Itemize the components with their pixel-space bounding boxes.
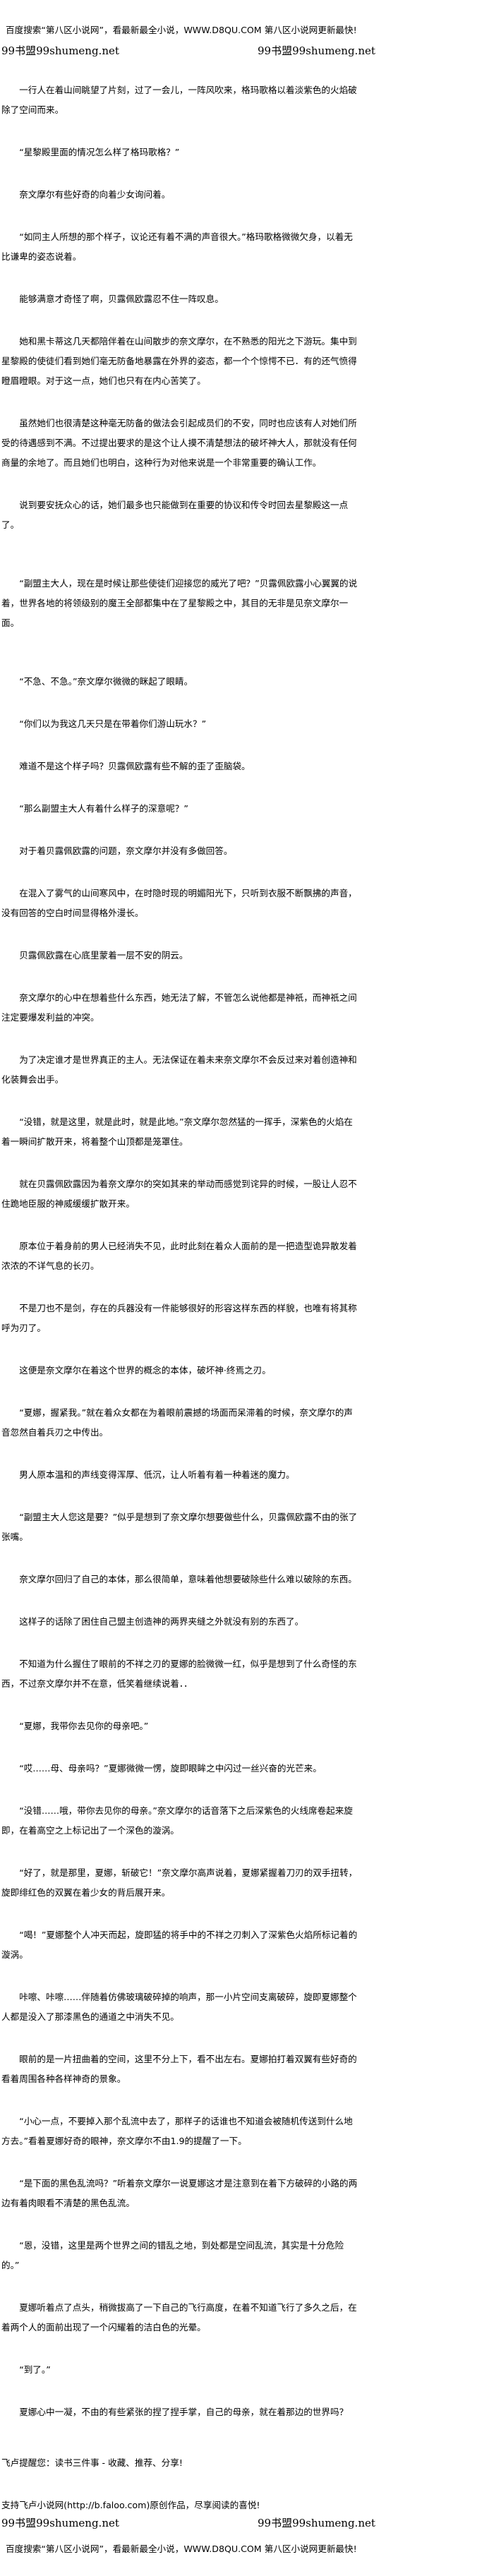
footer-watermark-left: 99书盟99shumeng.net <box>1 2517 119 2529</box>
paragraph: “星黎殿里面的情况怎么样了格玛歌格？” <box>19 147 180 157</box>
paragraph: “那么副盟主大人有着什么样子的深意呢？” <box>19 803 188 814</box>
paragraph: 一行人在着山间眺望了片刻，过了一会儿，一阵风吹来，格玛歌格以着淡紫色的火焰破除了… <box>1 85 357 115</box>
paragraph: 咔嚓、咔嚓……伴随着仿佛玻璃破碎掉的响声，那一小片空间支离破碎，旋即夏娜整个人都… <box>1 1992 357 2022</box>
paragraph: 这样子的话除了困住自己盟主创造神的两界夹缝之外就没有别的东西了。 <box>19 1616 304 1627</box>
chapter-content: 一行人在着山间眺望了片刻，过了一会儿，一阵风吹来，格玛歌格以着淡紫色的火焰破除了… <box>1 80 360 2445</box>
paragraph: “副盟主大人您这是要？”似乎是想到了奈文摩尔想要做些什么，贝露佩欧露不由的张了张… <box>1 1512 358 1542</box>
paragraph: 男人原本温和的声线变得浑厚、低沉，让人听着有着一种着迷的魔力。 <box>19 1469 295 1480</box>
footer-support: 支持飞卢小说网(http://b.faloo.com)原创作品，尽享阅读的喜悦! <box>1 2500 260 2510</box>
paragraph: 奈文摩尔有些好奇的向着少女询问着。 <box>19 189 171 200</box>
paragraph: “到了。” <box>19 2364 51 2375</box>
paragraph: “副盟主大人，现在是时候让那些使徒们迎接您的威光了吧？”贝露佩欧露小心翼翼的说着… <box>1 578 358 628</box>
paragraph: “小心一点，不要掉入那个乱流中去了，那样子的话谁也不知道会被随机传送到什么地方去… <box>1 2116 353 2146</box>
paragraph: 就在贝露佩欧露因为着奈文摩尔的突如其来的举动而感觉到诧异的时候，一股让人忍不住跪… <box>1 1179 357 1209</box>
paragraph: “你们以为我这几天只是在带着你们游山玩水？” <box>19 718 207 729</box>
header-promo: 百度搜索“第八区小说网”，看最新最全小说，WWW.D8QU.COM 第八区小说网… <box>6 25 357 35</box>
header-watermark-left: 99书盟99shumeng.net <box>1 44 119 57</box>
paragraph: 对于着贝露佩欧露的问题，奈文摩尔并没有多做回答。 <box>19 845 233 856</box>
paragraph: 奈文摩尔的心中在想着些什么东西，她无法了解，不管怎么说他都是神祇，而神祇之间注定… <box>1 992 357 1023</box>
footer-watermark-right: 99书盟99shumeng.net <box>258 2517 375 2529</box>
paragraph: 这便是奈文摩尔在着这个世界的概念的本体，破坏神·终焉之刃。 <box>19 1365 271 1376</box>
paragraph: 奈文摩尔回归了自己的本体，那么很简单，意味着他想要破除些什么难以破除的东西。 <box>19 1574 357 1584</box>
paragraph: 难道不是这个样子吗？贝露佩欧露有些不解的歪了歪脑袋。 <box>19 761 251 771</box>
footer-reminder: 飞卢提醒您：读书三件事 - 收藏、推荐、分享! <box>1 2457 183 2468</box>
paragraph: 原本位于着身前的男人已经消失不见，此时此刻在着众人面前的是一把造型诡异散发着浓浓… <box>1 1241 357 1271</box>
footer-promo: 百度搜索“第八区小说网”，看最新最全小说，WWW.D8QU.COM 第八区小说网… <box>6 2544 357 2554</box>
paragraph: 在混入了雾气的山间寒风中，在时隐时现的明媚阳光下，只听到衣服不断飘拂的声音，没有… <box>1 888 357 918</box>
paragraph: “夏娜，握紧我。”就在着众女都在为着眼前震撼的场面而呆滞着的时候，奈文摩尔的声音… <box>1 1407 353 1438</box>
paragraph: 夏娜听着点了点头，稍微拔高了一下自己的飞行高度，在着不知道飞行了多久之后，在着两… <box>1 2302 357 2333</box>
paragraph: “如同主人所想的那个样子，议论还有着不满的声音很大。”格玛歌格微微欠身，以着无比… <box>1 231 353 262</box>
paragraph: “没错，就是这里，就是此时，就是此地。”奈文摩尔忽然猛的一挥手，深紫色的火焰在着… <box>1 1117 353 1147</box>
paragraph: 她和黑卡蒂这几天都陪伴着在山间散步的奈文摩尔，在不熟悉的阳光之下游玩。集中到星黎… <box>1 336 357 386</box>
paragraph: 能够满意才奇怪了啊，贝露佩欧露忍不住一阵叹息。 <box>19 294 224 304</box>
paragraph: 不是刀也不是剑，存在的兵器没有一件能够很好的形容这样东西的样貌，也唯有将其称呼为… <box>1 1303 357 1333</box>
paragraph: “哎……母、母亲吗？”夏娜微微一愣，旋即眼眸之中闪过一丝兴奋的光芒来。 <box>19 1763 322 1774</box>
paragraph: 贝露佩欧露在心底里蒙着一层不安的阴云。 <box>19 950 188 961</box>
paragraph: 眼前的是一片扭曲着的空间，这里不分上下，看不出左右。夏娜拍打着双翼有些好奇的看着… <box>1 2054 357 2084</box>
paragraph: “没错……哦，带你去见你的母亲。”奈文摩尔的话音落下之后深紫色的火线席卷起来旋即… <box>1 1805 353 1836</box>
paragraph: “不急、不急。”奈文摩尔微微的眯起了眼睛。 <box>19 676 193 687</box>
paragraph: “恩，没错，这里是两个世界之间的错乱之地，到处都是空间乱流，其实是十分危险的。” <box>1 2240 344 2270</box>
paragraph: “喝！”夏娜整个人冲天而起，旋即猛的将手中的不祥之刃刺入了深紫色火焰所标记着的漩… <box>1 1930 358 1960</box>
paragraph: 不知道为什么握住了眼前的不祥之刃的夏娜的脸微微一红，似乎是想到了什么奇怪的东西，… <box>1 1659 357 1689</box>
paragraph: 虽然她们也很清楚这种毫无防备的做法会引起成员们的不安，同时也应该有人对她们所受的… <box>1 418 357 468</box>
paragraph: “夏娜，我带你去见你的母亲吧。” <box>19 1721 149 1731</box>
paragraph: “是下面的黑色乱流吗？”听着奈文摩尔一说夏娜这才是注意到在着下方破碎的小路的两边… <box>1 2178 358 2208</box>
paragraph: 说到要安抚众心的话，她们最多也只能做到在重要的协议和传令时回去星黎殿这一点了。 <box>1 500 349 530</box>
paragraph: “好了，就是那里，夏娜，斩破它！”奈文摩尔高声说着，夏娜紧握着刀刃的双手扭转，旋… <box>1 1867 358 1898</box>
header-watermark-right: 99书盟99shumeng.net <box>258 44 375 57</box>
paragraph: 为了决定谁才是世界真正的主人。无法保证在着未来奈文摩尔不会反过来对着创造神和化装… <box>1 1054 357 1085</box>
paragraph: 夏娜心中一凝，不由的有些紧张的捏了捏手掌，自己的母亲，就在着那边的世界吗？ <box>19 2407 349 2417</box>
